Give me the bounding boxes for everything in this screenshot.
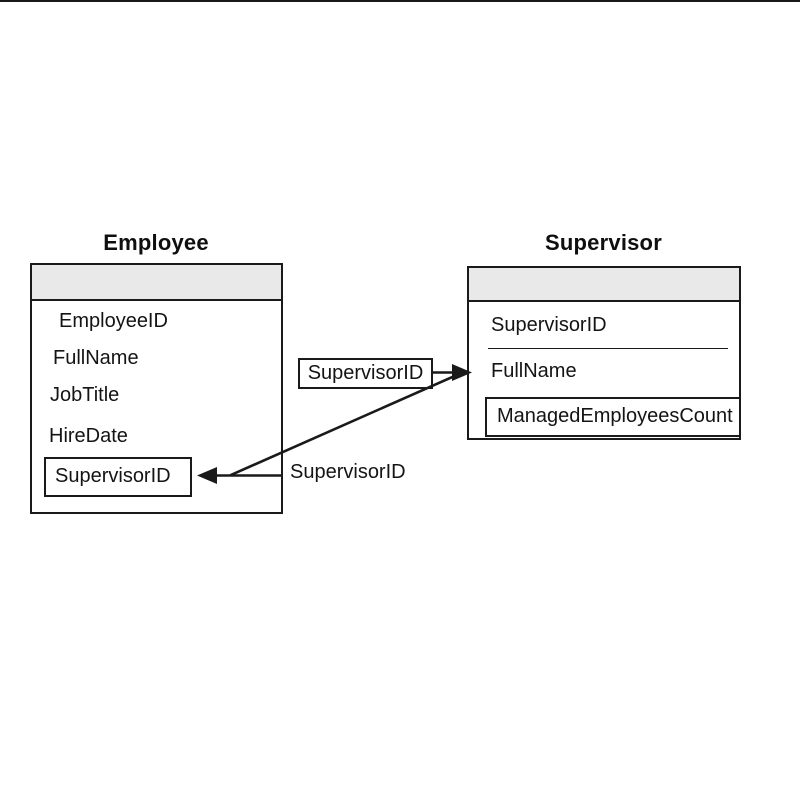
supervisor-entity: SupervisorID FullName ManagedEmployeesCo… <box>467 266 741 440</box>
connector-label-boxed-text: SupervisorID <box>307 362 424 384</box>
employee-field-supervisorid: SupervisorID <box>55 465 171 487</box>
connector-label-plain-text: SupervisorID <box>290 461 406 483</box>
supervisor-arrowhead <box>452 364 472 381</box>
supervisor-field-supervisorid: SupervisorID <box>491 314 607 336</box>
employee-arrowhead <box>197 467 217 484</box>
employee-entity: EmployeeID FullName JobTitle HireDate Su… <box>30 263 283 514</box>
supervisor-field-managedemployeescount: ManagedEmployeesCount <box>497 405 733 427</box>
employee-to-supervisor-diagonal-line <box>229 373 459 477</box>
supervisor-key-separator-line <box>488 348 728 349</box>
supervisor-title: Supervisor <box>545 230 662 255</box>
top-edge-line <box>0 0 800 2</box>
employee-field-fullname: FullName <box>53 347 139 369</box>
employee-field-hiredate: HireDate <box>49 425 128 447</box>
connector-label-box: SupervisorID <box>298 358 433 389</box>
employee-title: Employee <box>103 230 209 255</box>
employee-field-jobtitle: JobTitle <box>50 384 120 406</box>
supervisor-header-band <box>469 268 739 302</box>
employee-header-band <box>32 265 281 301</box>
employee-field-employeeid: EmployeeID <box>59 310 168 332</box>
supervisor-managedcount-box: ManagedEmployeesCount <box>485 397 741 437</box>
employee-supervisorid-box: SupervisorID <box>44 457 192 497</box>
supervisor-field-fullname: FullName <box>491 360 577 382</box>
